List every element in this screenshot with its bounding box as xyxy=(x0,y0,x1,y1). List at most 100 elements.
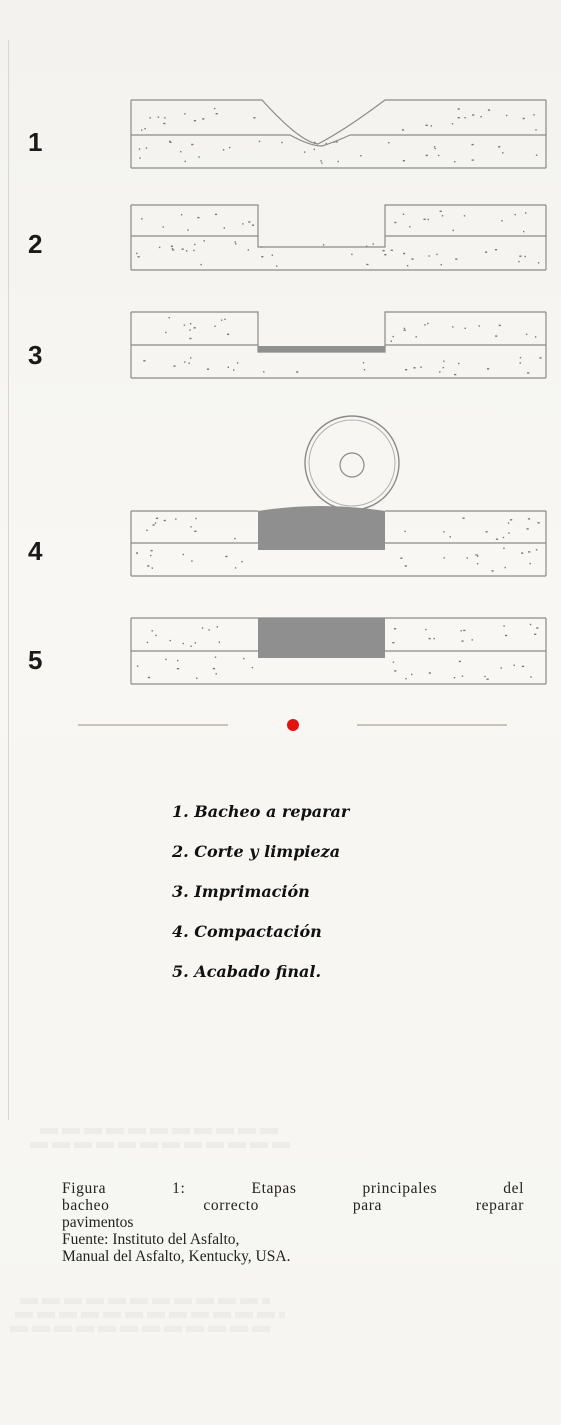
aggregate-dot xyxy=(464,117,466,119)
aggregate-dot xyxy=(169,141,172,143)
aggregate-dot xyxy=(186,250,188,252)
aggregate-dot xyxy=(533,114,535,116)
aggregate-dot xyxy=(146,641,149,644)
aggregate-dot xyxy=(402,213,405,215)
aggregate-dot xyxy=(190,526,192,528)
aggregate-dot xyxy=(261,256,264,258)
aggregate-dot xyxy=(401,129,405,131)
aggregate-dot xyxy=(535,549,538,551)
aggregate-dot xyxy=(187,229,189,231)
aggregate-dot xyxy=(471,639,473,641)
aggregate-dot xyxy=(510,519,513,521)
divider-right xyxy=(357,724,507,726)
step-number-2: 2 xyxy=(28,229,43,259)
aggregate-dot xyxy=(157,116,160,118)
aggregate-dot xyxy=(141,218,143,220)
aggregate-dot xyxy=(400,557,403,559)
aggregate-dot xyxy=(523,230,525,233)
aggregate-dot xyxy=(258,140,261,143)
step-number-5: 5 xyxy=(28,645,43,675)
aggregate-dot xyxy=(537,522,540,524)
aggregate-dot xyxy=(513,664,515,666)
aggregate-dot xyxy=(495,538,499,540)
aggregate-dot xyxy=(390,249,393,251)
roller-outer-icon xyxy=(304,415,400,511)
aggregate-dot xyxy=(498,324,501,327)
aggregate-dot xyxy=(243,657,245,660)
aggregate-dot xyxy=(215,673,217,675)
aggregate-dot xyxy=(363,369,366,371)
aggregate-dot xyxy=(425,154,428,157)
bleed-through-line xyxy=(40,1128,280,1134)
aggregate-dot xyxy=(527,518,531,520)
aggregate-dot xyxy=(136,552,138,555)
aggregate-dot xyxy=(366,245,368,247)
aggregate-dot xyxy=(360,155,362,157)
aggregate-dot xyxy=(173,365,176,367)
aggregate-dot xyxy=(537,262,540,264)
aggregate-dot xyxy=(193,327,196,329)
aggregate-dot xyxy=(388,142,390,144)
aggregate-dot xyxy=(208,629,210,631)
aggregate-dot xyxy=(225,555,228,558)
aggregate-dot xyxy=(507,522,510,524)
aggregate-dot xyxy=(144,128,146,130)
aggregate-dot xyxy=(351,253,353,256)
step-1-surface-line xyxy=(131,99,546,145)
aggregate-dot xyxy=(439,371,441,373)
aggregate-dot xyxy=(182,642,184,645)
aggregate-dot xyxy=(463,629,466,632)
aggregate-dot xyxy=(276,265,278,267)
aggregate-dot xyxy=(498,146,501,148)
aggregate-dot xyxy=(236,362,239,364)
aggregate-dot xyxy=(227,366,229,368)
aggregate-dot xyxy=(165,658,167,661)
caption-source-line-2: Manual del Asfalto, Kentucky, USA. xyxy=(62,1248,291,1265)
aggregate-dot xyxy=(165,331,167,334)
legend-item-4: 4. Compactación xyxy=(172,922,322,941)
aggregate-dot xyxy=(528,551,531,553)
step-2-cut-section xyxy=(130,204,547,271)
aggregate-dot xyxy=(322,244,325,246)
aggregate-dot xyxy=(502,536,505,539)
legend-item-2: 2. Corte y limpieza xyxy=(172,842,341,861)
aggregate-dot xyxy=(184,361,186,363)
aggregate-dot xyxy=(271,254,273,256)
aggregate-dot xyxy=(535,154,538,156)
aggregate-dot xyxy=(146,529,148,531)
aggregate-dot xyxy=(461,675,464,677)
aggregate-dot xyxy=(485,531,488,533)
divider-left xyxy=(78,724,228,726)
aggregate-dot xyxy=(321,162,323,164)
legend-item-5: 5. Acabado final. xyxy=(172,962,322,981)
aggregate-dot xyxy=(462,517,465,519)
aggregate-dot xyxy=(475,554,478,556)
aggregate-dot xyxy=(433,637,435,640)
aggregate-dot xyxy=(151,567,153,569)
aggregate-dot xyxy=(190,645,192,647)
aggregate-dot xyxy=(403,327,406,330)
aggregate-dot xyxy=(503,547,505,549)
aggregate-dot xyxy=(241,560,243,563)
aggregate-dot xyxy=(428,672,431,674)
aggregate-dot xyxy=(247,249,249,251)
aggregate-dot xyxy=(529,623,532,626)
aggregate-dot xyxy=(366,263,369,266)
aggregate-dot xyxy=(427,322,429,325)
aggregate-dot xyxy=(413,367,416,369)
aggregate-dot xyxy=(525,333,528,335)
aggregate-dot xyxy=(501,220,503,222)
aggregate-dot xyxy=(521,665,524,668)
aggregate-dot xyxy=(411,258,414,260)
aggregate-dot xyxy=(189,329,191,331)
aggregate-dot xyxy=(213,107,216,110)
aggregate-dot xyxy=(521,552,524,554)
step-number-3: 3 xyxy=(28,340,43,370)
aggregate-dot xyxy=(163,519,166,522)
aggregate-dot xyxy=(190,357,192,359)
aggregate-dot xyxy=(182,553,184,556)
aggregate-dot xyxy=(222,149,225,151)
aggregate-dot xyxy=(198,156,200,158)
aggregate-dot xyxy=(452,229,454,232)
red-bullet-dot xyxy=(287,719,299,731)
